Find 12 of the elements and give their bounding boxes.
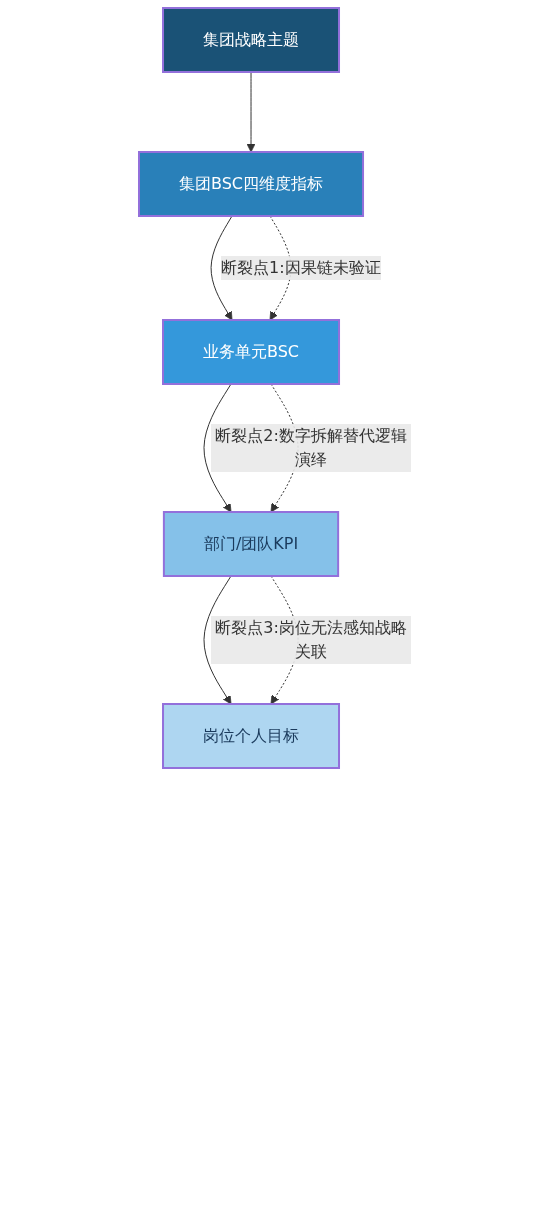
arrow — [210, 215, 233, 321]
node-box: 业务单元BSC — [162, 319, 340, 385]
node-box: 岗位个人目标 — [162, 703, 340, 769]
arrow — [203, 383, 232, 513]
arrow — [203, 575, 232, 705]
edge-label: 断裂点2:数字拆解替代逻辑演绎 — [215, 426, 407, 469]
edge-label: 断裂点3:岗位无法感知战略关联 — [215, 618, 407, 661]
node-box: 集团战略主题 — [162, 7, 340, 73]
arrow — [246, 71, 256, 153]
node-box: 集团BSC四维度指标 — [138, 151, 364, 217]
edge-label: 断裂点1:因果链未验证 — [221, 258, 381, 277]
node-box: 部门/团队KPI — [162, 511, 340, 577]
